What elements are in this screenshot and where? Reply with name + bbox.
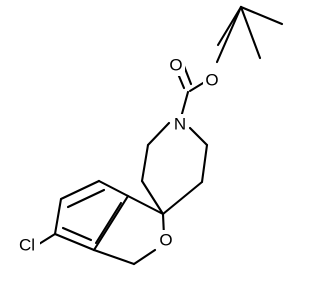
oxygen-top-bg <box>168 56 185 76</box>
nitrogen-bg <box>171 114 189 135</box>
structure-svg: O O N O Cl <box>14 5 284 266</box>
benzene-bond-3 <box>53 197 63 236</box>
oxygen-top-label: O <box>169 55 182 74</box>
oxygen-ring-bg <box>158 230 175 250</box>
aromatic-inner-1 <box>66 188 106 209</box>
benzene-bond-4 <box>53 232 96 252</box>
tbutyl-bond-1 <box>215 5 243 64</box>
piperidine-bond-6 <box>188 126 209 147</box>
piperidine-bond-4 <box>161 180 204 216</box>
chlorine-bond <box>37 232 57 246</box>
carbonyl-double-b <box>182 64 193 86</box>
benzene-bond-5 <box>92 194 130 252</box>
oxygen-ester-bg <box>203 70 220 90</box>
oxygen-ester-label: O <box>205 70 218 89</box>
nitrogen-label: N <box>174 114 186 133</box>
oxygen-to-ch2 <box>132 248 157 266</box>
aromatic-inner-2 <box>61 226 93 242</box>
piperidine-bond-2 <box>140 143 150 183</box>
aromatic-inner-3 <box>94 201 123 245</box>
ch2-to-aromatic <box>92 248 136 266</box>
benzene-bond-2 <box>59 179 101 201</box>
molecule-diagram: O O N O Cl <box>14 5 284 266</box>
benzene-bond-1 <box>97 179 130 198</box>
piperidine-bond-3 <box>140 179 165 216</box>
piperidine-bond-1 <box>146 121 171 147</box>
tbutyl-bond-4 <box>216 5 243 47</box>
oxygen-ring-label: O <box>159 230 172 249</box>
chlorine-label: Cl <box>19 235 35 254</box>
spiro-to-aromatic <box>126 194 165 216</box>
tbutyl-bond-2 <box>239 5 284 26</box>
piperidine-bond-5 <box>200 143 209 184</box>
chlorine-bg <box>14 235 40 256</box>
tbutyl-bond-3 <box>239 5 262 60</box>
